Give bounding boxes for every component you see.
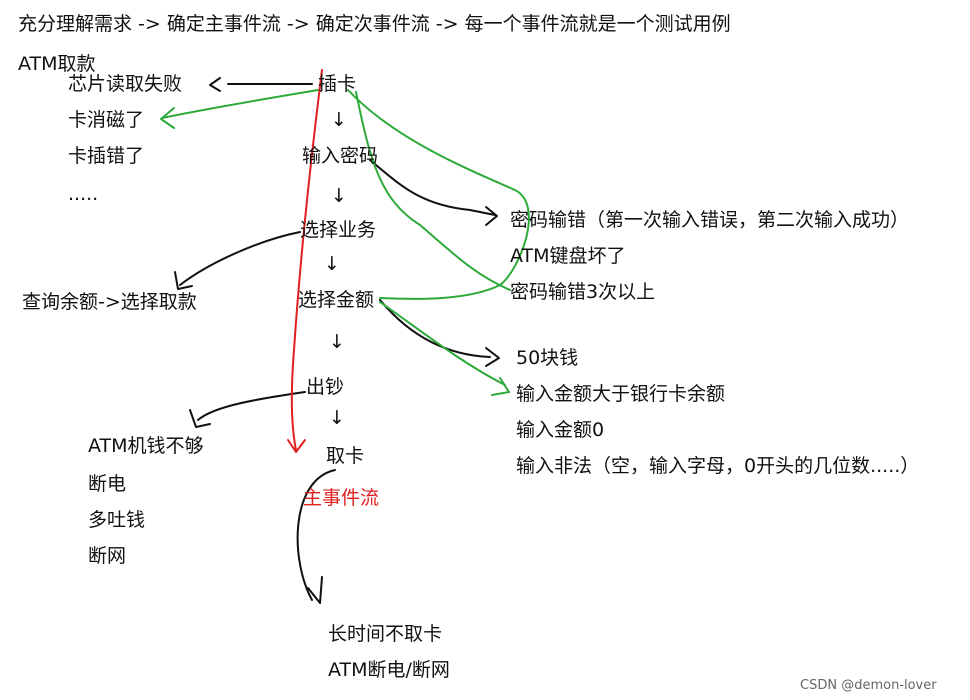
step-choose-business: 选择业务 <box>300 219 377 241</box>
step-insert-card: 插卡 <box>318 73 357 95</box>
password-to-errors-curve <box>369 159 496 216</box>
green-card-demag-curve <box>161 89 319 119</box>
insert-card-error: 卡消磁了 <box>68 109 145 131</box>
main-flow-label: 主事件流 <box>303 487 380 509</box>
amount-to-cases-arrowhead <box>485 347 500 367</box>
page-subtitle: ATM取款 <box>18 53 96 75</box>
business-option: 查询余额->选择取款 <box>22 291 197 313</box>
down-arrow: ↓ <box>329 407 345 429</box>
insert-card-error: 卡插错了 <box>68 145 145 167</box>
cash-error: 断网 <box>88 545 127 567</box>
amount-case: 输入非法（空，输入字母，0开头的几位数.....） <box>516 455 920 477</box>
cash-to-errors-arrowhead <box>189 409 211 428</box>
insert-card-to-chip-fail-arrowhead <box>209 77 221 92</box>
insert-card-error: ..... <box>68 183 99 205</box>
down-arrow: ↓ <box>331 185 347 207</box>
take-card-error: 长时间不取卡 <box>328 623 443 645</box>
green-loop-inner <box>355 91 511 291</box>
main-flow-red-arrowhead <box>287 439 306 453</box>
take-card-to-errors-arrowhead <box>307 576 323 604</box>
password-error: 密码输错3次以上 <box>510 281 656 303</box>
cash-to-errors-curve <box>197 391 306 421</box>
cash-error: 多吐钱 <box>88 509 146 531</box>
step-choose-amount: 选择金额 <box>298 289 375 311</box>
amount-case: 输入金额大于银行卡余额 <box>516 383 726 405</box>
green-card-demag-arrowhead <box>160 107 175 129</box>
step-enter-password: 输入密码 <box>302 145 379 167</box>
green-amount-to-illegal <box>379 301 506 386</box>
amount-case: 50块钱 <box>516 347 579 369</box>
down-arrow: ↓ <box>331 109 347 131</box>
business-to-query-curve <box>179 231 301 286</box>
cash-error: ATM机钱不够 <box>88 435 204 457</box>
cash-error: 断电 <box>88 473 127 495</box>
take-card-to-errors-curve <box>296 469 336 601</box>
down-arrow: ↓ <box>324 253 340 275</box>
step-dispense-cash: 出钞 <box>306 376 345 398</box>
password-error: ATM键盘坏了 <box>510 245 626 267</box>
green-amount-arrowhead <box>491 377 510 396</box>
page-title: 充分理解需求 -> 确定主事件流 -> 确定次事件流 -> 每一个事件流就是一个… <box>18 13 731 35</box>
password-to-errors-arrowhead <box>485 206 498 226</box>
down-arrow: ↓ <box>329 331 345 353</box>
take-card-error: ATM断电/断网 <box>328 659 450 681</box>
watermark: CSDN @demon-lover <box>800 678 937 693</box>
insert-card-error: 芯片读取失败 <box>68 73 183 95</box>
amount-case: 输入金额0 <box>516 419 605 441</box>
step-take-card: 取卡 <box>326 445 365 467</box>
green-loop-outer <box>347 89 530 300</box>
amount-to-cases-curve <box>379 299 491 358</box>
password-error: 密码输错（第一次输入错误，第二次输入成功） <box>510 209 910 231</box>
main-flow-red-line <box>290 69 323 451</box>
business-to-query-arrowhead <box>174 271 193 290</box>
